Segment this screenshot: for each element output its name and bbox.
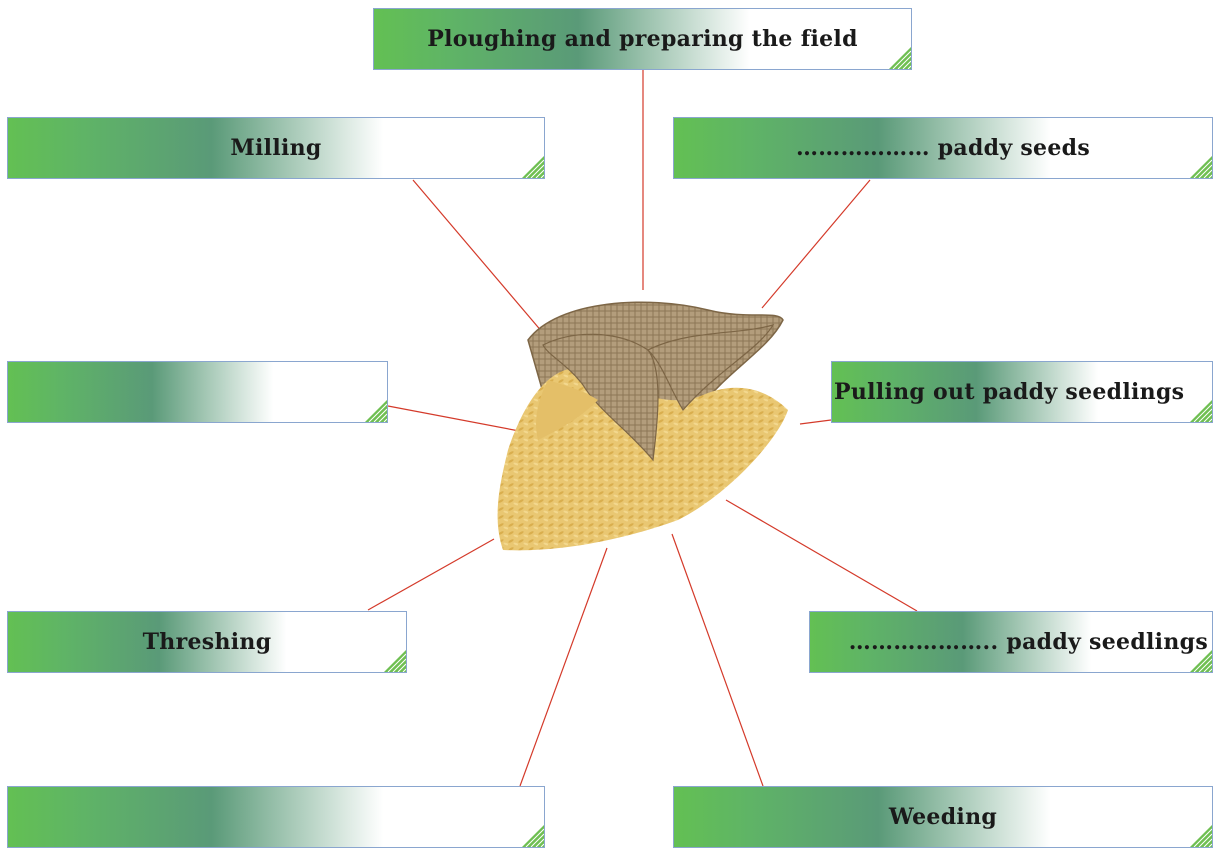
corner-hatch-icon [889,47,911,69]
corner-hatch-icon [1190,650,1212,672]
corner-hatch-icon [1190,825,1212,847]
corner-hatch-icon [522,825,544,847]
connector-weeding [672,534,763,786]
connector-pulling [800,420,831,424]
step-threshing-label: Threshing [143,629,272,655]
corner-hatch-icon [1190,156,1212,178]
step-milling-label: Milling [230,135,321,161]
corner-hatch-icon [384,650,406,672]
step-seeds-label: ……………… paddy seeds [796,135,1090,161]
step-pulling-box: Pulling out paddy seedlings [831,361,1213,423]
step-milling-box: Milling [7,117,545,179]
corner-hatch-icon [1190,400,1212,422]
rice-sack-image [488,290,798,560]
step-seedlings-box: ……………….. paddy seedlings [809,611,1213,673]
connector-threshing [368,539,494,610]
step-weeding-box: Weeding [673,786,1213,848]
step-ploughing-box: Ploughing and preparing the field [373,8,912,70]
step-seedlings-label: ……………….. paddy seedlings [849,629,1208,655]
step-ploughing-label: Ploughing and preparing the field [427,26,858,52]
step-blank-left-box [7,361,388,423]
connector-blank-bottom [520,548,607,786]
step-blank-bottom-box [7,786,545,848]
corner-hatch-icon [522,156,544,178]
step-threshing-box: Threshing [7,611,407,673]
corner-hatch-icon [365,400,387,422]
step-weeding-label: Weeding [889,804,997,830]
connector-seeds [762,180,870,308]
step-seeds-box: ……………… paddy seeds [673,117,1213,179]
step-pulling-label: Pulling out paddy seedlings [834,379,1184,405]
